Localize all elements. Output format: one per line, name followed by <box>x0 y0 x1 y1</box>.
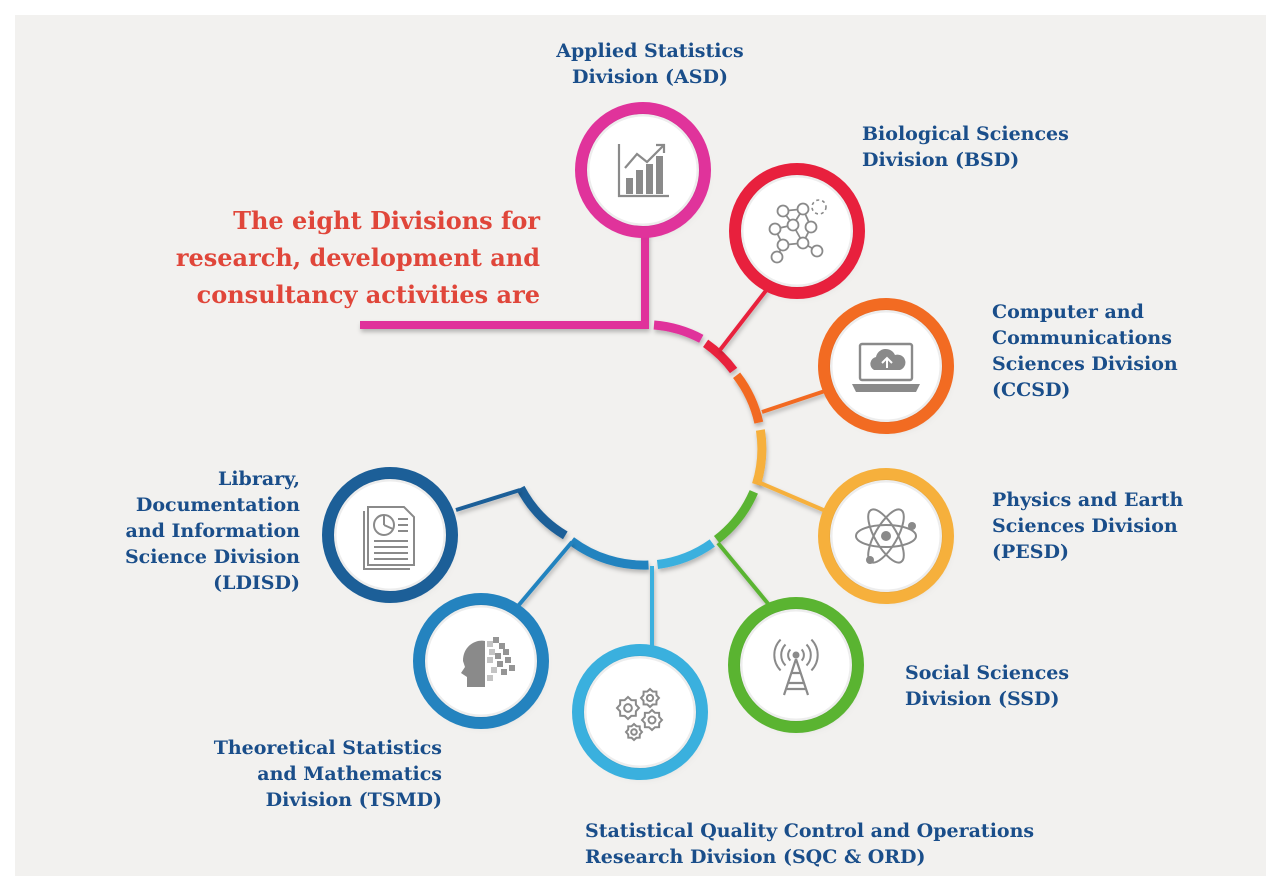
arc-segment-bsd <box>702 339 738 374</box>
heading-line-2: research, development and <box>175 243 540 272</box>
label-tsmd-line-2: and Mathematics <box>257 763 442 785</box>
molecule-network-icon <box>768 199 827 264</box>
label-ldisd: Library, Documentation and Information S… <box>100 466 300 596</box>
label-ssd-line-1: Social Sciences <box>905 662 1070 684</box>
label-ssd-line-2: Division (SSD) <box>905 688 1060 710</box>
label-ccsd-line-1: Computer and <box>992 301 1144 323</box>
label-pesd-line-2: Sciences Division <box>992 515 1178 537</box>
spoke-ssd <box>716 541 772 608</box>
diagram-heading: The eight Divisions for research, develo… <box>100 202 540 313</box>
central-arc <box>516 320 767 570</box>
atom-icon <box>855 508 917 564</box>
document-report-icon <box>363 506 415 570</box>
heading-connector-line <box>360 232 649 329</box>
arc-segment-ccsd <box>732 372 764 424</box>
bar-chart-icon <box>617 143 669 198</box>
label-bsd-line-1: Biological Sciences <box>862 123 1069 145</box>
radio-tower-icon <box>773 638 819 696</box>
label-ccsd-line-4: (CCSD) <box>992 379 1071 401</box>
arc-segment-tsmd <box>568 537 649 570</box>
heading-line-3: consultancy activities are <box>196 280 540 309</box>
label-tsmd-line-1: Theoretical Statistics <box>213 737 442 759</box>
label-asd-line-2: Division (ASD) <box>572 66 728 88</box>
arc-segment-sqcord <box>656 539 715 569</box>
label-pesd-line-1: Physics and Earth <box>992 489 1184 511</box>
label-asd: Applied Statistics Division (ASD) <box>520 38 780 90</box>
label-pesd: Physics and Earth Sciences Division (PES… <box>992 487 1183 565</box>
division-rings <box>322 102 954 780</box>
ring-ldisd <box>322 467 458 603</box>
label-ldisd-line-2: Documentation <box>135 494 300 516</box>
label-ssd: Social Sciences Division (SSD) <box>905 660 1069 712</box>
label-ccsd-line-3: Sciences Division <box>992 353 1178 375</box>
ring-ssd <box>728 597 864 733</box>
spoke-ldisd <box>455 488 521 512</box>
ring-ccsd <box>818 298 954 434</box>
label-bsd-line-2: Division (BSD) <box>862 149 1020 171</box>
heading-line-1: The eight Divisions for <box>233 206 540 235</box>
label-ccsd-line-2: Communications <box>992 327 1172 349</box>
label-asd-line-1: Applied Statistics <box>556 40 744 62</box>
ring-tsmd <box>413 593 549 729</box>
arc-segment-asd <box>653 320 704 343</box>
spoke-tsmd <box>516 540 574 608</box>
arc-segment-ssd <box>713 490 758 544</box>
ring-asd <box>575 102 711 238</box>
label-ldisd-line-4: Science Division <box>124 546 300 568</box>
spoke-bsd <box>718 286 770 352</box>
label-sqcord: Statistical Quality Control and Operatio… <box>585 818 1034 870</box>
label-pesd-line-3: (PESD) <box>992 541 1069 563</box>
arc-segment-pesd <box>752 429 767 486</box>
label-tsmd: Theoretical Statistics and Mathematics D… <box>130 735 442 813</box>
gears-icon <box>615 687 664 742</box>
spoke-pesd <box>757 480 829 514</box>
ring-pesd <box>818 468 954 604</box>
head-pixels-icon <box>461 637 515 687</box>
label-ccsd: Computer and Communications Sciences Div… <box>992 299 1178 403</box>
label-sqcord-line-1: Statistical Quality Control and Operatio… <box>585 820 1035 842</box>
label-ldisd-line-3: and Information <box>125 520 300 542</box>
label-sqcord-line-2: Research Division (SQC & ORD) <box>585 846 926 868</box>
ring-sqcord <box>572 644 708 780</box>
label-tsmd-line-3: Division (TSMD) <box>265 789 442 811</box>
laptop-cloud-upload-icon <box>852 342 920 392</box>
ring-bsd <box>729 163 865 299</box>
connector-lines <box>455 286 829 648</box>
label-bsd: Biological Sciences Division (BSD) <box>862 121 1069 173</box>
arc-segment-ldisd <box>516 485 568 540</box>
label-ldisd-line-1: Library, <box>217 468 300 490</box>
spoke-ccsd <box>761 388 829 414</box>
label-ldisd-line-5: (LDISD) <box>213 572 300 594</box>
